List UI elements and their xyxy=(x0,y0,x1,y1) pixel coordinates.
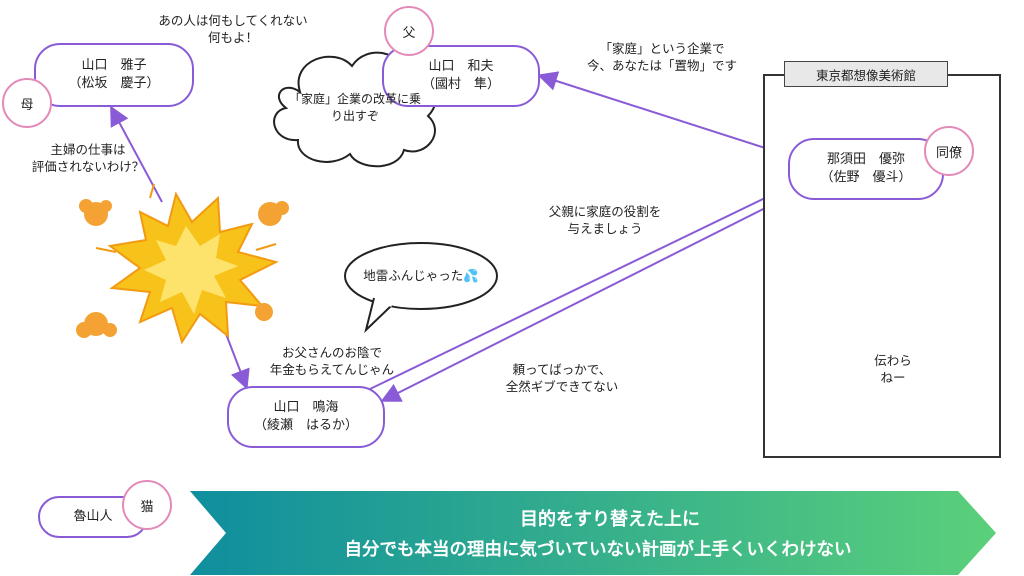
father-actor: （國村 隼） xyxy=(421,77,500,92)
edge-label-to-father: 「家庭」という企業で 今、あなたは「置物」です xyxy=(586,41,737,73)
edge-label-to-daughter-left: お父さんのお陰で 年金もらえてんじゃん xyxy=(269,345,395,377)
arrow-label: 伝わら ねー xyxy=(874,353,912,385)
edge-colleague-to-father xyxy=(537,71,791,157)
banner-chevron xyxy=(190,491,996,575)
mother-actor: （松坂 慶子） xyxy=(68,76,160,91)
edge-colleague-to-daughter xyxy=(380,192,796,402)
banner-line-2: 自分でも本当の理由に気づいていない計画が上手くいくわけない xyxy=(344,540,852,560)
speech-landmine: 地雷ふんじゃった💦 xyxy=(363,268,479,283)
badge-father: 父 xyxy=(384,6,434,56)
badge-colleague: 同僚 xyxy=(924,126,974,176)
node-daughter[interactable]: 山口 鳴海 （綾瀬 はるか） xyxy=(227,386,385,448)
speech-colleague-cloud: ギブがなくても 山口さんといるの 楽しいからいいんです xyxy=(829,227,949,275)
badge-cat: 猫 xyxy=(122,480,172,530)
speech-father-cloud: 「家庭」企業の改革に乗 り出すぞ xyxy=(288,92,421,123)
daughter-name: 山口 鳴海 xyxy=(273,400,339,415)
edge-label-to-colleague: 父親に家庭の役割を 与えましょう xyxy=(548,204,662,236)
explosion-icon xyxy=(76,183,289,345)
speech-mother: あの人は何もしてくれない 何もよ！ xyxy=(158,13,308,45)
cat-name: 魯山人 xyxy=(73,509,113,524)
colleague-name: 那須田 優弥 xyxy=(826,152,905,167)
edge-daughter-to-colleague xyxy=(369,180,800,390)
banner-line-1: 目的をすり替えた上に xyxy=(520,509,700,530)
colleague-actor: （佐野 優斗） xyxy=(820,170,912,185)
edge-label-to-mother: 主婦の仕事は 評価されないわけ？ xyxy=(31,142,145,174)
badge-mother: 母 xyxy=(2,78,52,128)
node-mother[interactable]: 山口 雅子 （松坂 慶子） xyxy=(34,43,194,107)
speech-bubble-landmine xyxy=(344,242,498,334)
mother-name: 山口 雅子 xyxy=(81,58,147,73)
father-name: 山口 和夫 xyxy=(428,59,494,74)
edge-label-to-daughter-right: 頼ってばっかで、 全然ギブできてない xyxy=(505,362,619,394)
node-colleague[interactable]: 那須田 優弥 （佐野 優斗） xyxy=(788,138,944,200)
daughter-actor: （綾瀬 はるか） xyxy=(253,418,358,433)
museum-label: 東京都想像美術館 xyxy=(784,61,948,87)
